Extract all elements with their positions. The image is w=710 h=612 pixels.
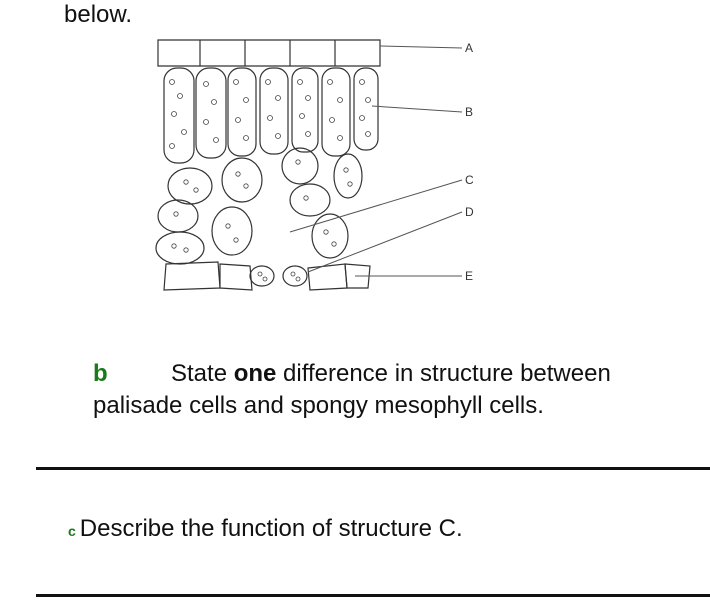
palisade-layer [163,67,379,164]
leaf-diagram-svg: A B C D E [155,39,474,291]
label-leaders [289,45,463,277]
question-c-text: Describe the function of structure C. [79,515,463,542]
question-b-letter: b [93,360,108,387]
label-b: B [465,105,473,119]
leaf-cross-section-diagram: A B C D E [150,36,490,298]
upper-epidermis [157,39,381,67]
question-c-letter: c [68,523,76,539]
answer-line-b [36,467,710,470]
question-intro-text: below. [64,1,133,28]
label-a: A [465,41,473,55]
question-b-text-end: difference in structure between palisade… [93,360,611,419]
spongy-mesophyll-layer [155,147,363,287]
lower-epidermis [163,261,371,291]
chloroplasts [169,79,371,282]
question-b: b State one difference in structure betwe… [93,358,693,422]
label-e: E [465,269,473,283]
upper-epidermis-divisions [199,40,336,66]
label-c: C [465,173,474,187]
label-d: D [465,205,474,219]
question-b-text-start: State [171,360,234,387]
answer-line-c [36,594,710,597]
question-b-emphasis: one [233,360,277,387]
